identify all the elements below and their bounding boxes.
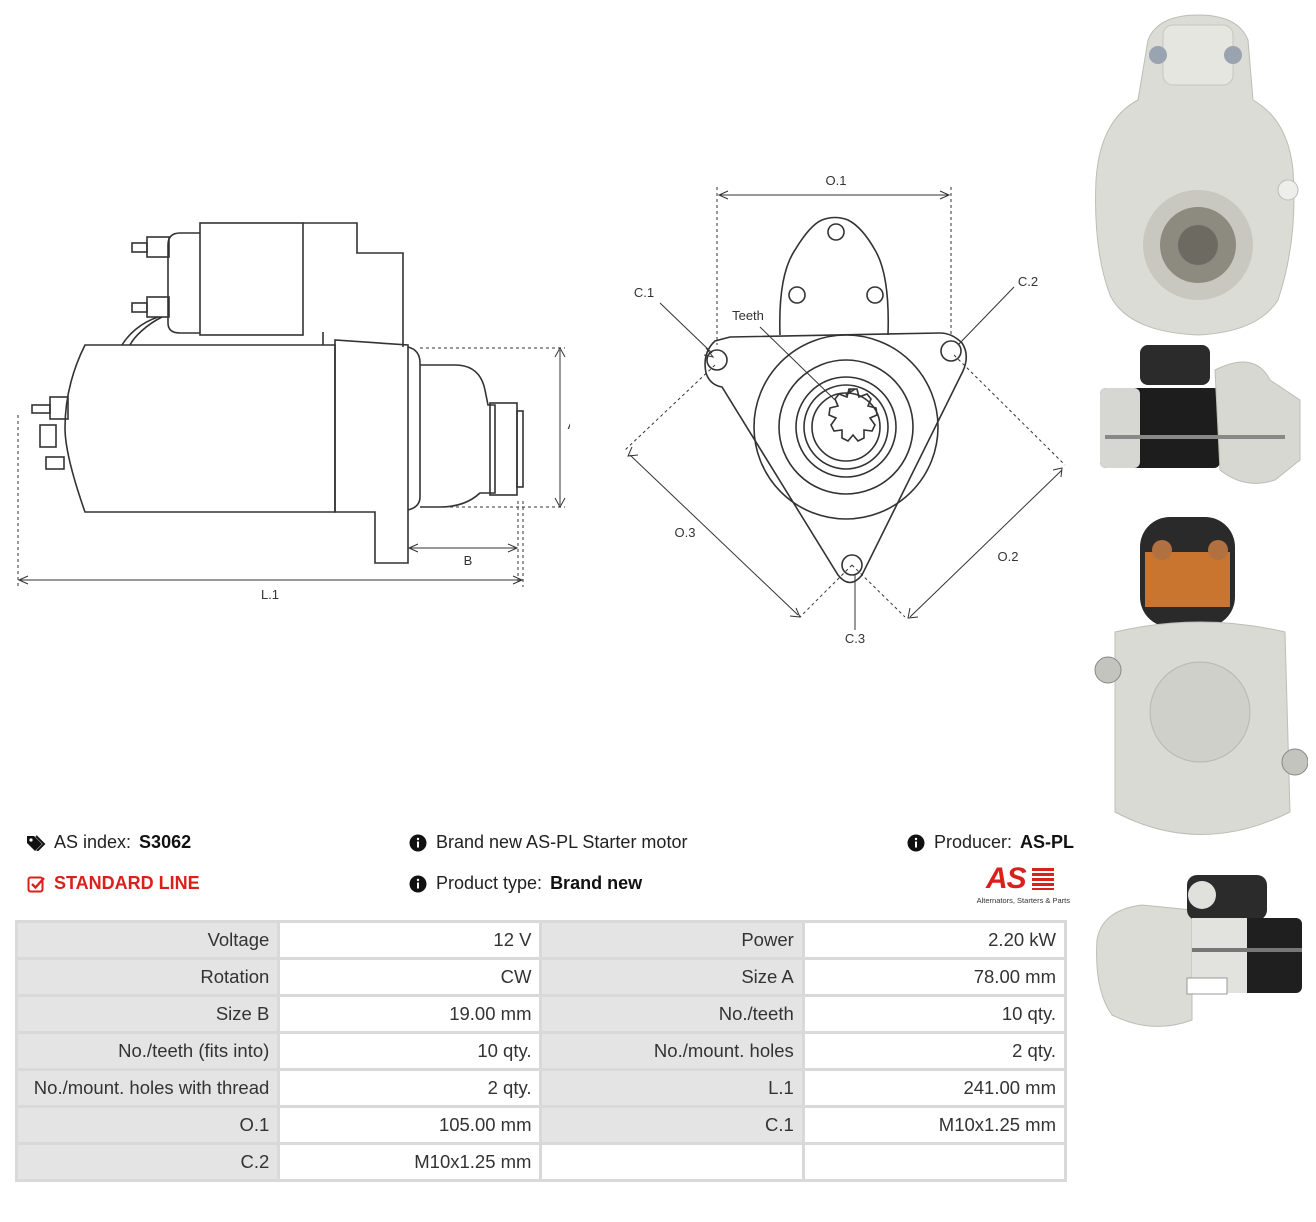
dim-label-b: B (464, 553, 473, 568)
spec-value: 2 qty. (280, 1071, 540, 1105)
spec-key: C.2 (18, 1145, 278, 1179)
product-photo-side-2[interactable] (1092, 870, 1307, 1035)
spec-value: 105.00 mm (280, 1108, 540, 1142)
product-line: STANDARD LINE (26, 873, 200, 894)
check-square-icon (26, 874, 46, 894)
dim-label-o2: O.2 (998, 549, 1019, 564)
description: Brand new AS-PL Starter motor (408, 832, 687, 853)
producer-label: Producer: (934, 832, 1013, 852)
spec-key (542, 1145, 802, 1179)
spec-key: No./mount. holes with thread (18, 1071, 278, 1105)
spec-key: L.1 (542, 1071, 802, 1105)
spec-key: O.1 (18, 1108, 278, 1142)
spec-value: 19.00 mm (280, 997, 540, 1031)
as-index: AS index: S3062 (26, 832, 191, 853)
dim-label-c1: C.1 (634, 285, 654, 300)
dim-label-c2: C.2 (1018, 274, 1038, 289)
logo-stripes (1032, 868, 1054, 890)
spec-value: M10x1.25 mm (280, 1145, 540, 1179)
spec-value: CW (280, 960, 540, 994)
info-circle-icon (408, 874, 428, 894)
as-pl-logo: AS Alternators, Starters & Parts (962, 862, 1070, 908)
dim-label-c3: C.3 (845, 631, 865, 646)
product-photo-side[interactable] (1095, 340, 1307, 500)
spec-key: Size B (18, 997, 278, 1031)
spec-value (804, 1145, 1064, 1179)
tags-icon (26, 833, 46, 853)
spec-key: No./teeth (542, 997, 802, 1031)
logo-tagline: Alternators, Starters & Parts (976, 896, 1070, 905)
product-photo-rear[interactable] (1090, 512, 1308, 857)
spec-row: No./teeth (fits into)10 qty.No./mount. h… (18, 1034, 1064, 1068)
logo-mark: AS (986, 862, 1027, 895)
product-photo-front[interactable] (1088, 10, 1303, 338)
spec-value: 12 V (280, 923, 540, 957)
info-circle-icon (906, 833, 926, 853)
producer: Producer: AS-PL (906, 832, 1074, 853)
product-line-label: STANDARD LINE (54, 873, 200, 893)
product-type-label: Product type: (436, 873, 543, 893)
product-type: Product type: Brand new (408, 873, 642, 894)
producer-value: AS-PL (1020, 832, 1075, 852)
spec-value: 2.20 kW (804, 923, 1064, 957)
teeth-label: Teeth (732, 308, 764, 323)
info-circle-icon (408, 833, 428, 853)
spec-key: Voltage (18, 923, 278, 957)
spec-value: 10 qty. (804, 997, 1064, 1031)
dim-label-o1: O.1 (826, 173, 847, 188)
spec-key: No./teeth (fits into) (18, 1034, 278, 1068)
spec-value: M10x1.25 mm (804, 1108, 1064, 1142)
as-index-label: AS index: (54, 832, 132, 852)
spec-value: 241.00 mm (804, 1071, 1064, 1105)
front-view-drawing: O.1 O.2 O.3 C.1 C.2 C.3 Teeth (624, 173, 1066, 646)
spec-key: Rotation (18, 960, 278, 994)
dim-label-l1: L.1 (261, 587, 279, 602)
spec-value: 10 qty. (280, 1034, 540, 1068)
spec-value: 78.00 mm (804, 960, 1064, 994)
product-type-value: Brand new (550, 873, 643, 893)
as-index-value: S3062 (139, 832, 192, 852)
spec-value: 2 qty. (804, 1034, 1064, 1068)
spec-key: Power (542, 923, 802, 957)
spec-key: No./mount. holes (542, 1034, 802, 1068)
side-view-drawing: A B L.1 (17, 222, 570, 602)
spec-key: Size A (542, 960, 802, 994)
dim-label-o3: O.3 (675, 525, 696, 540)
spec-key: C.1 (542, 1108, 802, 1142)
dim-label-a: A (568, 417, 570, 432)
description-text: Brand new AS-PL Starter motor (436, 832, 688, 852)
